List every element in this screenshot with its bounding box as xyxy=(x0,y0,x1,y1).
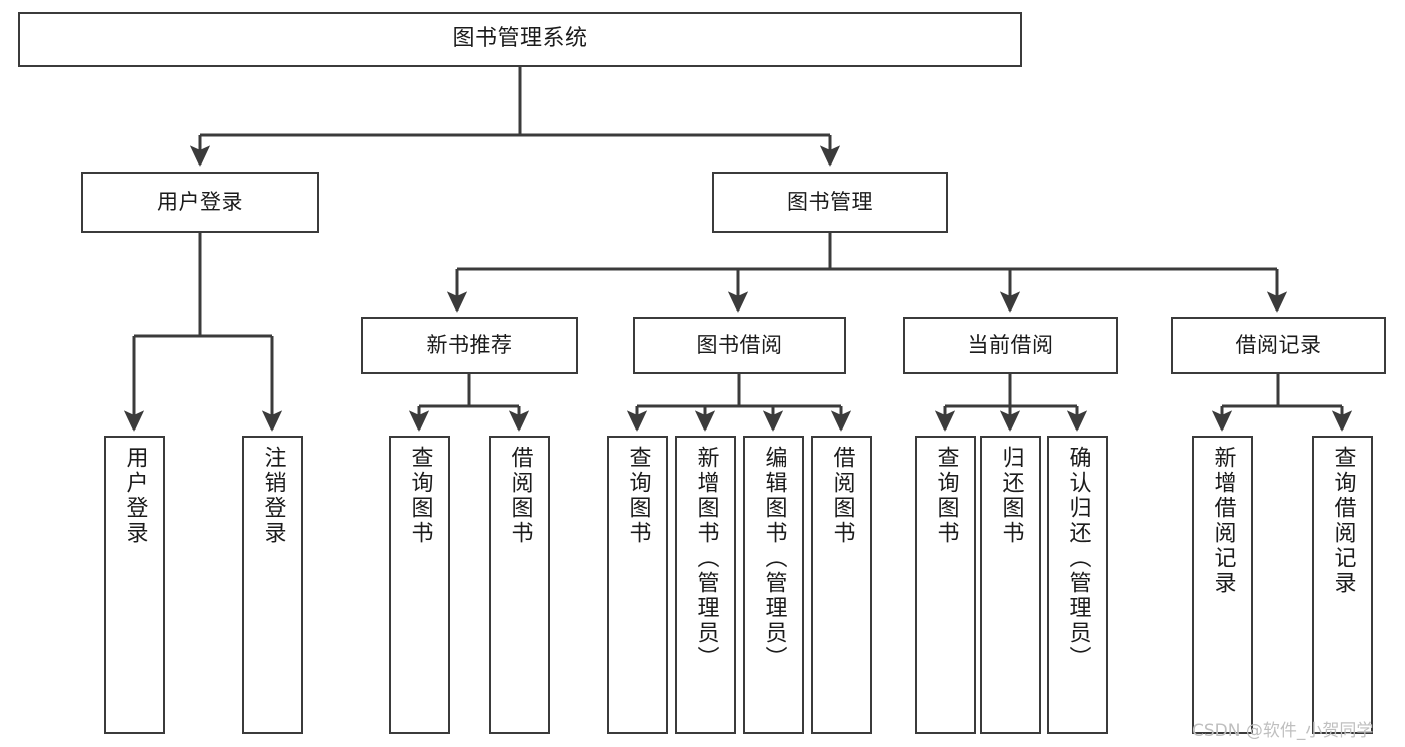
leaf-borrow-query-book[interactable]: 查询图书 xyxy=(607,436,668,734)
node-label: 用户登录 xyxy=(122,446,148,546)
node-label: 图书管理系统 xyxy=(452,26,588,52)
leaf-record-add-borrow-record[interactable]: 新增借阅记录 xyxy=(1192,436,1253,734)
node-label: 注销登录 xyxy=(260,446,286,546)
node-label: 图书管理 xyxy=(787,189,873,214)
node-book-management[interactable]: 图书管理 xyxy=(712,172,948,233)
leaf-borrow-edit-book-admin[interactable]: 编辑图书（管理员） xyxy=(743,436,804,734)
watermark-text: CSDN @软件_小贺同学 xyxy=(1192,721,1374,741)
leaf-current-return-book[interactable]: 归还图书 xyxy=(980,436,1041,734)
node-label: 新增借阅记录 xyxy=(1210,446,1236,596)
leaf-current-query-book[interactable]: 查询图书 xyxy=(915,436,976,734)
leaf-new-book-query[interactable]: 查询图书 xyxy=(389,436,450,734)
node-label: 新增图书（管理员） xyxy=(693,446,719,671)
node-label: 当前借阅 xyxy=(967,332,1054,357)
node-new-book-recommend[interactable]: 新书推荐 xyxy=(361,317,578,374)
node-label: 借阅记录 xyxy=(1235,332,1322,357)
leaf-current-confirm-return-admin[interactable]: 确认归还（管理员） xyxy=(1047,436,1108,734)
node-label: 借阅图书 xyxy=(829,446,855,546)
node-user-login[interactable]: 用户登录 xyxy=(81,172,319,233)
node-label: 借阅图书 xyxy=(507,446,533,546)
leaf-user-login-logout[interactable]: 注销登录 xyxy=(242,436,303,734)
node-label: 编辑图书（管理员） xyxy=(761,446,787,671)
node-label: 查询图书 xyxy=(625,446,651,546)
node-current-borrow[interactable]: 当前借阅 xyxy=(903,317,1118,374)
node-borrow-record[interactable]: 借阅记录 xyxy=(1171,317,1386,374)
leaf-borrow-add-book-admin[interactable]: 新增图书（管理员） xyxy=(675,436,736,734)
leaf-record-query-borrow-record[interactable]: 查询借阅记录 xyxy=(1312,436,1373,734)
node-label: 查询借阅记录 xyxy=(1330,446,1356,596)
node-label: 归还图书 xyxy=(998,446,1024,546)
leaf-new-book-borrow[interactable]: 借阅图书 xyxy=(489,436,550,734)
node-label: 查询图书 xyxy=(933,446,959,546)
node-label: 确认归还（管理员） xyxy=(1065,446,1091,671)
node-label: 查询图书 xyxy=(407,446,433,546)
leaf-user-login-login[interactable]: 用户登录 xyxy=(104,436,165,734)
node-label: 图书借阅 xyxy=(696,332,783,357)
leaf-borrow-borrow-book[interactable]: 借阅图书 xyxy=(811,436,872,734)
node-label: 新书推荐 xyxy=(426,332,513,357)
node-label: 用户登录 xyxy=(157,189,243,214)
node-book-borrow[interactable]: 图书借阅 xyxy=(633,317,846,374)
node-root-book-management-system[interactable]: 图书管理系统 xyxy=(18,12,1022,67)
